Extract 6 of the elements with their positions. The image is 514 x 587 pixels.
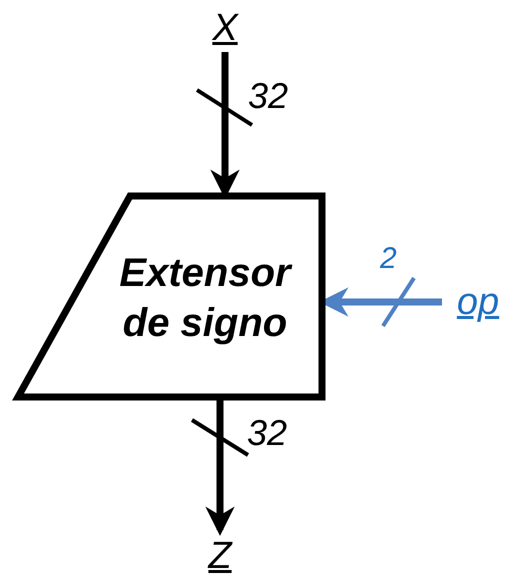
sign-extender-block [15, 193, 325, 400]
arrow [205, 400, 235, 536]
signal-name: Z [206, 534, 234, 579]
signal-name: X [210, 6, 240, 51]
block-label: Extensor de signo [118, 250, 294, 347]
signal-name: op [456, 280, 500, 325]
